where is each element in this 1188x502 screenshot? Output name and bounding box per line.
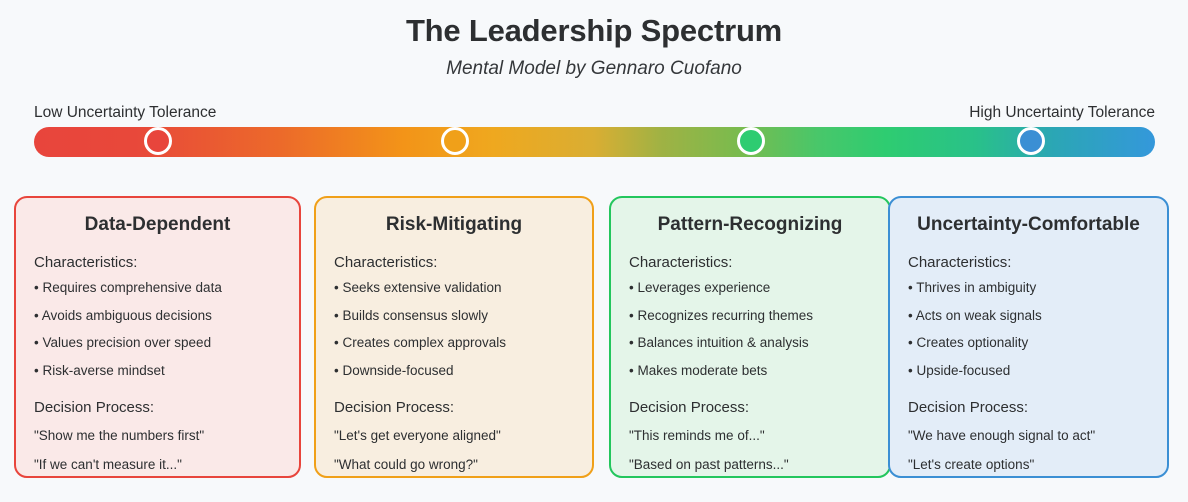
decision-quote: "Let's get everyone aligned" (334, 428, 501, 443)
spectrum-marker-risk-mitigating[interactable] (441, 127, 470, 155)
spectrum-marker-uncertainty-comfortable[interactable] (1016, 127, 1045, 155)
page-subtitle: Mental Model by Gennaro Cuofano (446, 58, 742, 79)
card-title: Uncertainty-Comfortable (917, 214, 1140, 235)
decision-quote: "We have enough signal to act" (908, 428, 1096, 443)
characteristics-list: • Leverages experience • Recognizes recur… (629, 281, 871, 377)
characteristic-item: • Recognizes recurring themes (629, 307, 814, 323)
decision-process-heading: Decision Process: (629, 399, 750, 416)
characteristic-item: • Seeks extensive validation (334, 280, 502, 295)
decision-quotes: "Show me the numbers first" "If we can't … (34, 428, 281, 472)
characteristics-list: • Thrives in ambiguity • Acts on weak sig… (908, 281, 1149, 377)
characteristic-item: • Makes moderate bets (629, 362, 768, 378)
spectrum-marker-data-dependent[interactable] (144, 127, 173, 155)
characteristics-heading: Characteristics: (34, 254, 138, 271)
spectrum-section: Low Uncertainty Tolerance High Uncertain… (0, 100, 1188, 170)
characteristic-item: • Builds consensus slowly (334, 307, 489, 323)
decision-process-heading: Decision Process: (334, 399, 455, 416)
decision-process-heading: Decision Process: (34, 399, 155, 416)
decision-quotes: "We have enough signal to act" "Let's cre… (908, 428, 1149, 472)
characteristic-item: • Risk-averse mindset (34, 362, 165, 378)
characteristic-item: • Leverages experience (629, 280, 771, 295)
decision-quotes: "Let's get everyone aligned" "What could … (334, 428, 574, 472)
characteristic-item: • Balances intuition & analysis (629, 335, 809, 350)
spectrum-marker-pattern-recognizing[interactable] (737, 127, 766, 155)
characteristics-heading: Characteristics: (334, 254, 438, 271)
characteristics-heading: Characteristics: (629, 254, 733, 271)
decision-quote: "This reminds me of..." (629, 428, 765, 443)
card-title: Risk-Mitigating (385, 214, 523, 235)
page-title: The Leadership Spectrum (405, 13, 783, 48)
spectrum-low-label: Low Uncertainty Tolerance (34, 104, 217, 121)
spectrum-high-label: High Uncertainty Tolerance (969, 104, 1155, 121)
decision-quote: "If we can't measure it..." (34, 457, 182, 472)
characteristics-heading: Characteristics: (908, 254, 1012, 271)
decision-process-heading: Decision Process: (908, 399, 1029, 416)
characteristic-item: • Values precision over speed (34, 335, 212, 350)
characteristic-item: • Upside-focused (908, 362, 1011, 378)
characteristic-item: • Downside-focused (334, 362, 454, 378)
decision-quote: "Based on past patterns..." (629, 457, 789, 472)
characteristic-item: • Requires comprehensive data (34, 280, 222, 295)
decision-quote: "Let's create options" (908, 457, 1035, 472)
characteristic-item: • Avoids ambiguous decisions (34, 307, 212, 323)
characteristics-list: • Seeks extensive validation • Builds con… (334, 281, 574, 377)
spectrum-gradient-bar (34, 127, 1155, 157)
decision-quote: "Show me the numbers first" (34, 428, 205, 443)
characteristic-item: • Creates optionality (908, 335, 1029, 350)
decision-quotes: "This reminds me of..." "Based on past pa… (629, 428, 871, 472)
characteristics-list: • Requires comprehensive data • Avoids am… (34, 281, 281, 377)
characteristic-item: • Creates complex approvals (334, 335, 507, 350)
decision-quote: "What could go wrong?" (334, 457, 478, 472)
card-title: Data-Dependent (84, 214, 231, 235)
characteristic-item: • Acts on weak signals (908, 307, 1042, 323)
card-title: Pattern-Recognizing (657, 214, 843, 235)
characteristic-item: • Thrives in ambiguity (908, 280, 1037, 295)
